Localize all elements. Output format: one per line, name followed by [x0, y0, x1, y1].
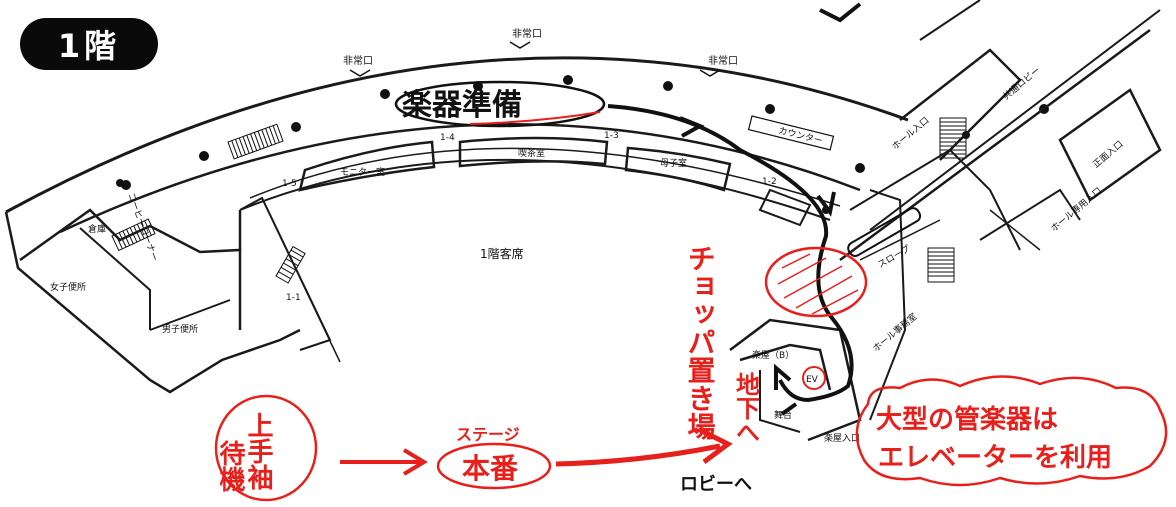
hall-office-label: ホール事務室	[870, 310, 919, 354]
notice-text-1: 大型の管楽器は	[876, 405, 1058, 435]
door-1-2: 1-2	[762, 177, 777, 187]
door-1-3: 1-3	[604, 131, 619, 141]
nursing-room-label: 母子室	[660, 157, 687, 169]
right-building	[839, 0, 1162, 262]
floor-badge: 1階	[20, 18, 158, 70]
monitor-room-label: モニター室	[340, 166, 385, 178]
outer-wall-outer-arc	[5, 56, 909, 214]
waiting-circle	[214, 394, 318, 502]
hall-entrance-label: ホール入口	[890, 115, 932, 152]
exit-label-3: 非常口	[708, 54, 738, 67]
door-1-1: 1-1	[286, 293, 301, 303]
columns	[116, 75, 1049, 214]
mens-restroom-label: 男子便所	[162, 323, 198, 335]
chopper-area-text: チョッパ置き場	[684, 244, 717, 440]
seating-label: 1階客席	[480, 246, 524, 261]
floor-label: 1階	[57, 27, 121, 65]
waiting-text-1: 上手袖	[243, 412, 273, 490]
storage-label: 倉庫	[88, 223, 106, 235]
slope-label: スロープ	[876, 243, 912, 270]
common-lobby-label: 共通ロビー	[1001, 65, 1043, 102]
black-route-arrow	[607, 104, 854, 403]
notice-cloud	[855, 375, 1168, 487]
performance-text: 本番	[462, 452, 519, 485]
prop-room-label: 楽屋（B）	[752, 349, 794, 361]
performance-circle	[436, 442, 552, 490]
door-1-4: 1-4	[440, 133, 455, 143]
to-basement-text: 地下へ	[732, 372, 761, 444]
inner-rooms	[298, 136, 812, 227]
right-building-labels: ホール入口 共通ロビー 正面入口 スロープ ホール専用入口	[876, 65, 1126, 271]
chopper-area-circle	[764, 246, 868, 318]
lounge-label: 喫茶室	[518, 147, 545, 159]
instrument-prep-circle	[394, 80, 606, 128]
stage-door-label: 楽屋入口	[824, 432, 860, 444]
exit-markers: 非常口 非常口 非常口	[343, 27, 738, 77]
inner-wall-arc	[239, 158, 831, 221]
waiting-text-2: 待機	[215, 440, 245, 492]
elevator-marker	[802, 366, 826, 390]
red-arrow-to-lobby	[555, 443, 721, 467]
instrument-prep-text: 楽器準備	[402, 88, 522, 123]
womens-restroom-label: 女子便所	[50, 281, 86, 293]
inner-wall-arc-2	[249, 147, 841, 207]
exit-label-2: 非常口	[512, 27, 542, 40]
exit-label-1: 非常口	[343, 54, 373, 67]
main-entrance-label: 正面入口	[1091, 139, 1126, 171]
notice-text-2: エレベーターを利用	[878, 443, 1112, 473]
elevator-label: EV	[806, 375, 819, 385]
left-wing	[4, 196, 341, 394]
stage-text: ステージ	[456, 425, 520, 444]
top-wall-fragment	[819, 2, 862, 23]
to-lobby-text: ロビーへ	[680, 474, 752, 495]
door-1-5: 1-5	[282, 179, 297, 189]
door-labels: 1-5 1-4 1-3 1-2 1-1	[282, 131, 777, 303]
